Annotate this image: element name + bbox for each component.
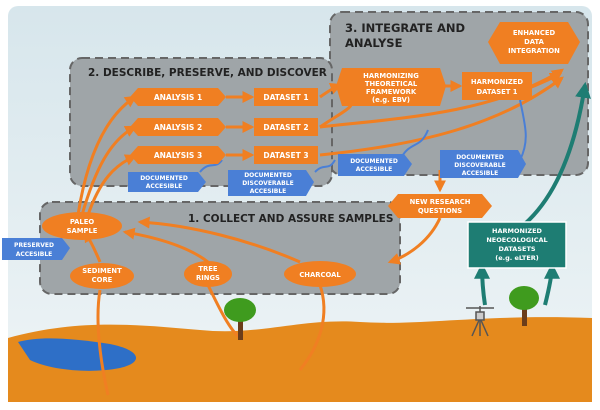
tree-rings: TREE RINGS [184, 261, 232, 287]
tree-icon [509, 286, 539, 326]
svg-text:HARMONIZED: HARMONIZED [471, 78, 524, 86]
svg-text:DISCOVERABLE: DISCOVERABLE [454, 162, 505, 169]
tag-documented-accessible-2: DOCUMENTED ACCESIBLE [338, 154, 412, 176]
svg-text:DOCUMENTED: DOCUMENTED [140, 175, 188, 182]
line-charcoal-to-paleo [137, 216, 301, 264]
charcoal: CHARCOAL [284, 261, 356, 287]
svg-text:DATASET 3: DATASET 3 [263, 151, 308, 160]
collect-title: 1. COLLECT AND ASSURE SAMPLES [188, 213, 393, 225]
svg-text:ACCESIBLE: ACCESIBLE [250, 188, 287, 195]
svg-text:DISCOVERABLE: DISCOVERABLE [242, 180, 293, 187]
tag-documented-accessible-1: DOCUMENTED ACCESIBLE [128, 172, 206, 192]
svg-text:(e.g. eLTER): (e.g. eLTER) [495, 254, 539, 262]
svg-text:DATASET 2: DATASET 2 [263, 123, 308, 132]
svg-text:SEDIMENT: SEDIMENT [82, 267, 122, 275]
svg-text:INTEGRATION: INTEGRATION [508, 47, 560, 55]
svg-text:SAMPLE: SAMPLE [67, 227, 98, 235]
line-charcoal-root [298, 284, 326, 371]
tag-documented-discoverable-1: DOCUMENTED DISCOVERABLE ACCESIBLE [228, 170, 314, 196]
sediment-core: SEDIMENT CORE [70, 263, 134, 289]
describe-title: 2. DESCRIBE, PRESERVE, AND DISCOVER [88, 67, 327, 79]
harmonized-dataset-1: HARMONIZED DATASET 1 [462, 72, 532, 100]
ground [8, 317, 592, 402]
harmonized-neoecological-datasets: HARMONIZED NEOECOLOGICAL DATASETS (e.g. … [467, 221, 567, 269]
svg-text:DATASETS: DATASETS [498, 245, 535, 253]
svg-text:DATA: DATA [524, 38, 544, 46]
line-tree-to-paleo [122, 227, 209, 264]
line-paleo-to-analysis1 [76, 95, 138, 216]
new-research-questions: NEW RESEARCH QUESTIONS [388, 194, 492, 218]
dataset-2: DATASET 2 [254, 118, 318, 136]
paleo-sample: PALEO SAMPLE [42, 212, 122, 240]
svg-text:PRESERVED: PRESERVED [14, 242, 54, 249]
analysis-1: ANALYSIS 1 [130, 88, 226, 106]
svg-text:DOCUMENTED: DOCUMENTED [350, 158, 398, 165]
line-paleo-to-analysis2 [80, 125, 138, 216]
svg-text:ANALYSIS 2: ANALYSIS 2 [154, 123, 202, 132]
svg-text:NEW RESEARCH: NEW RESEARCH [410, 198, 471, 206]
harmonizing-line3: FRAMEWORK [366, 88, 417, 96]
svg-text:PALEO: PALEO [70, 218, 95, 226]
line-sediment-root [96, 289, 110, 396]
tag-preserved-accessible: PRESERVED ACCESIBLE [2, 238, 70, 260]
svg-text:ACCESIBLE: ACCESIBLE [462, 170, 499, 177]
weather-station-icon [466, 306, 494, 337]
analysis-3: ANALYSIS 3 [130, 146, 226, 164]
line-research-charcoal [387, 217, 442, 265]
harmonizing-line2: THEORETICAL [365, 80, 418, 88]
svg-text:NEOECOLOGICAL: NEOECOLOGICAL [486, 236, 547, 244]
svg-text:ACCESIBLE: ACCESIBLE [356, 166, 393, 173]
svg-text:ACCESIBLE: ACCESIBLE [146, 183, 183, 190]
line-tree-root [206, 284, 242, 340]
integrate-title-line1: 3. INTEGRATE AND [345, 21, 465, 35]
svg-text:DATASET 1: DATASET 1 [476, 88, 517, 96]
svg-text:QUESTIONS: QUESTIONS [418, 207, 462, 215]
svg-text:CORE: CORE [92, 276, 113, 284]
enhanced-data-integration: ENHANCED DATA INTEGRATION [488, 22, 580, 64]
lake [18, 338, 137, 371]
svg-text:ACCESIBLE: ACCESIBLE [16, 251, 53, 258]
harmonizing-framework: HARMONIZING [336, 68, 446, 106]
dataset-3: DATASET 3 [254, 146, 318, 164]
tag-documented-discoverable-2: DOCUMENTED DISCOVERABLE ACCESIBLE [440, 150, 526, 178]
integrate-title-line2: ANALYSE [345, 36, 403, 50]
svg-text:CHARCOAL: CHARCOAL [299, 271, 341, 279]
svg-text:HARMONIZING: HARMONIZING [363, 72, 419, 80]
analysis-2: ANALYSIS 2 [130, 118, 226, 136]
line-d3-enhanced [319, 76, 564, 157]
tree-icon [224, 298, 256, 340]
svg-text:HARMONIZED: HARMONIZED [492, 227, 542, 235]
svg-text:ENHANCED: ENHANCED [513, 29, 556, 37]
svg-text:RINGS: RINGS [196, 274, 220, 282]
svg-text:DATASET 1: DATASET 1 [263, 93, 308, 102]
harmonizing-line4: (e.g. EBV) [372, 96, 410, 104]
svg-text:ANALYSIS 3: ANALYSIS 3 [154, 151, 202, 160]
svg-text:DOCUMENTED: DOCUMENTED [456, 154, 504, 161]
svg-text:TREE: TREE [198, 265, 218, 273]
line-paleo-to-analysis3 [86, 154, 138, 216]
dataset-1: DATASET 1 [254, 88, 318, 106]
svg-text:DOCUMENTED: DOCUMENTED [244, 172, 292, 179]
svg-text:ANALYSIS 1: ANALYSIS 1 [154, 93, 202, 102]
